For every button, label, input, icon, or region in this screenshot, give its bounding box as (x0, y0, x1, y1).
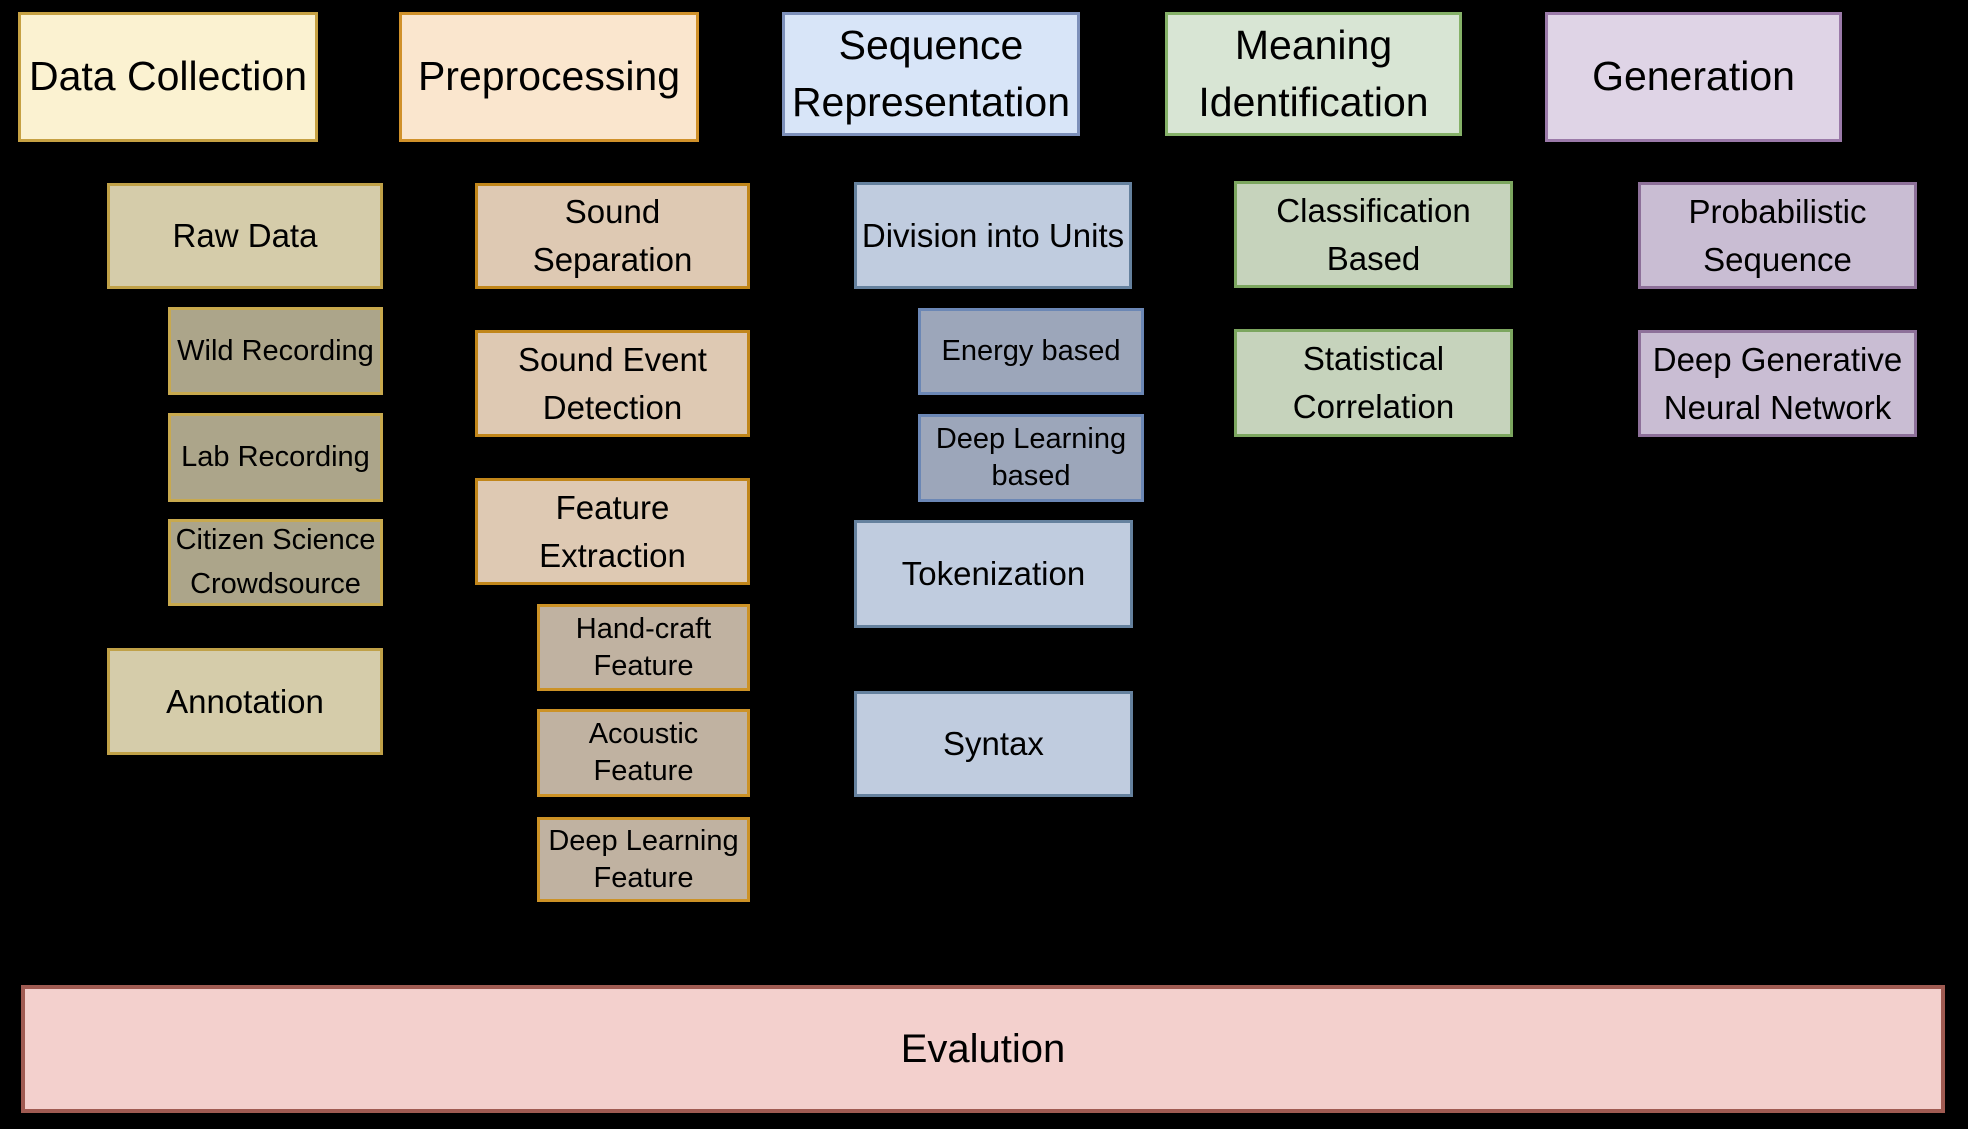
node-classification-based: Classification Based (1234, 181, 1513, 288)
node-tokenization: Tokenization (854, 520, 1133, 628)
node-acoustic-feature: Acoustic Feature (537, 709, 750, 797)
node-evaluation-bar: Evalution (21, 985, 1945, 1113)
node-generation: Generation (1545, 12, 1842, 142)
node-syntax: Syntax (854, 691, 1133, 797)
node-hand-craft-feature: Hand-craft Feature (537, 604, 750, 691)
node-lab-recording: Lab Recording (168, 413, 383, 502)
node-sound-separation: Sound Separation (475, 183, 750, 289)
node-sequence-representation: Sequence Representation (782, 12, 1080, 136)
node-division-into-units: Division into Units (854, 182, 1132, 289)
node-deep-learning-based: Deep Learning based (918, 414, 1144, 502)
node-statistical-correlation: Statistical Correlation (1234, 329, 1513, 437)
node-energy-based: Energy based (918, 308, 1144, 395)
node-preprocessing: Preprocessing (399, 12, 699, 142)
node-raw-data: Raw Data (107, 183, 383, 289)
node-meaning-identification: Meaning Identification (1165, 12, 1462, 136)
node-deep-generative-neural-network: Deep Generative Neural Network (1638, 330, 1917, 437)
node-sound-event-detection: Sound Event Detection (475, 330, 750, 437)
node-deep-learning-feature: Deep Learning Feature (537, 817, 750, 902)
node-data-collection: Data Collection (18, 12, 318, 142)
node-citizen-science-crowdsource: Citizen Science Crowdsource (168, 519, 383, 606)
node-annotation: Annotation (107, 648, 383, 755)
node-wild-recording: Wild Recording (168, 307, 383, 395)
node-probabilistic-sequence: Probabilistic Sequence (1638, 182, 1917, 289)
node-feature-extraction: Feature Extraction (475, 478, 750, 585)
